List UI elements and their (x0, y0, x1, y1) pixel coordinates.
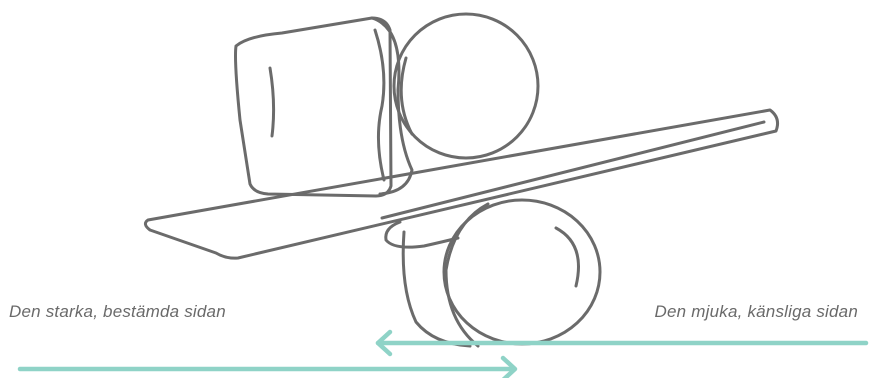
arrow-left (378, 332, 866, 354)
block-shape (236, 18, 413, 196)
strong-side-label: Den starka, bestämda sidan (9, 302, 226, 322)
lower-ball (386, 200, 600, 346)
seesaw-plank (145, 110, 777, 258)
arrow-right (20, 358, 515, 378)
soft-side-label: Den mjuka, känsliga sidan (655, 302, 858, 322)
upper-ball (394, 14, 538, 158)
